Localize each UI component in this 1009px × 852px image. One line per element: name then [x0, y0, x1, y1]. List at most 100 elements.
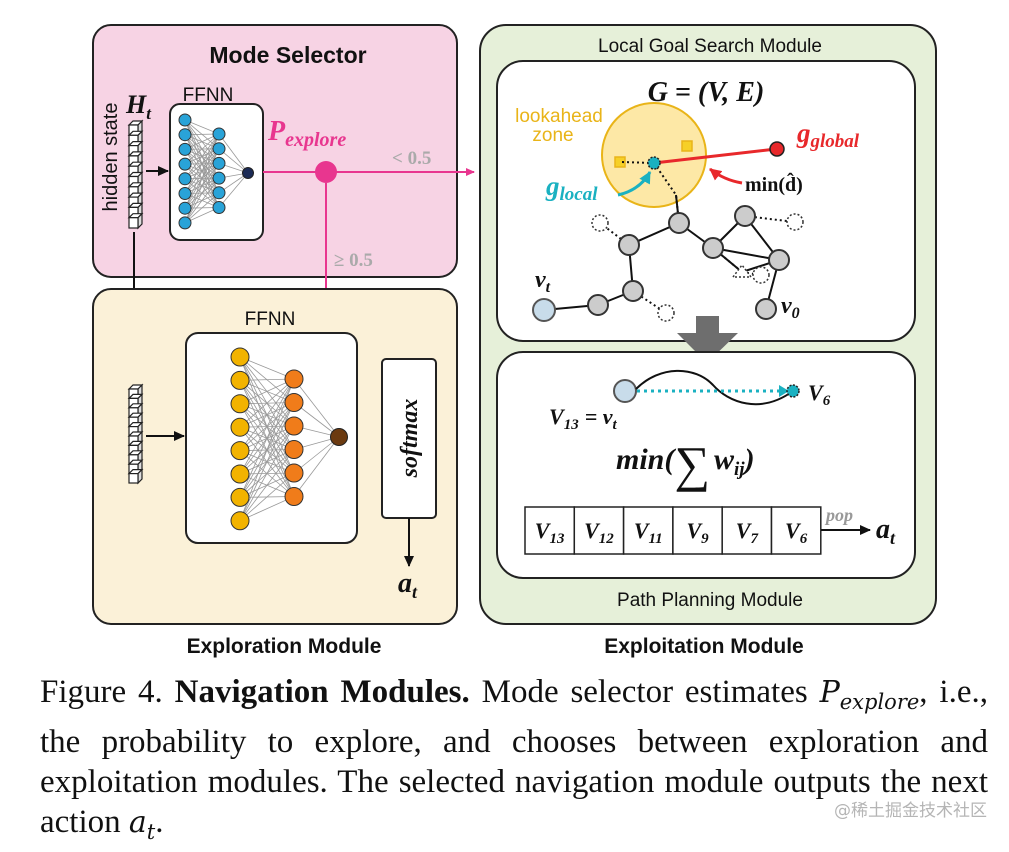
nn-neuron [230, 370, 250, 390]
nn-neuron [284, 440, 304, 459]
graph-node [734, 205, 756, 227]
local-goal-arrow [617, 171, 652, 197]
planned-path-curve [635, 369, 794, 406]
nn-neuron [230, 464, 250, 484]
vector-cell [128, 217, 139, 229]
hidden-state-vector [127, 119, 144, 230]
nn-neuron [284, 393, 304, 412]
navigation-modules-diagram: Mode Selector hidden state Ht FFNN Pexpl… [92, 24, 937, 658]
nn-neuron [284, 463, 304, 483]
min-d-label: min(d̂) [745, 171, 803, 196]
exploration-ffnn-label: FFNN [245, 309, 296, 330]
nn-neuron [230, 417, 250, 437]
nn-edge [239, 449, 295, 522]
queue-item-symbol: V [736, 518, 753, 543]
caption-title: Navigation Modules. [174, 674, 470, 710]
nn-edge [239, 472, 295, 522]
nn-neuron [230, 511, 250, 531]
goal-node-v6 [786, 384, 800, 398]
threshold-high-label: ≥ 0.5 [334, 250, 373, 271]
graph-equation: G = (V, E) [648, 77, 765, 108]
pipeline-down-arrow [677, 316, 738, 363]
global-goal-node [769, 141, 785, 157]
nn-edge [184, 177, 220, 224]
queue-item-subscript: 7 [750, 531, 758, 547]
graph-start-node [532, 298, 556, 322]
g-local-label: glocal [545, 171, 598, 205]
nn-neuron [178, 216, 192, 230]
decision-dot [315, 161, 337, 183]
graph-unexplored-node [752, 266, 770, 284]
caption-a-t: at [128, 805, 156, 844]
min-distance-arrow [709, 167, 743, 185]
nn-neuron [212, 127, 226, 141]
nn-neuron [230, 441, 250, 461]
nn-output-neuron [242, 167, 254, 179]
graph-unexplored-triangle [731, 263, 753, 278]
graph-node [702, 237, 724, 259]
nn-edge [184, 133, 220, 194]
caption-text-1: Mode selector estimates [469, 674, 820, 710]
lookahead-zone [601, 102, 707, 208]
nn-output-neuron [330, 428, 348, 446]
queue-cell [672, 506, 723, 555]
nn-edge [293, 436, 340, 497]
hidden-state-label: hidden state [100, 103, 122, 212]
queue-item-subscript: 11 [649, 531, 663, 547]
nn-neuron [212, 142, 226, 156]
graph-node [587, 294, 609, 316]
watermark: @稀土掘金技术社区 [834, 801, 987, 821]
exploration-input-vector [127, 383, 144, 485]
threshold-low-label: < 0.5 [392, 148, 431, 169]
nn-neuron [178, 157, 192, 171]
nn-edge [184, 163, 220, 224]
h-t-label: Ht [125, 90, 152, 123]
nn-edge [184, 133, 220, 165]
nn-neuron [212, 186, 226, 200]
graph-node [618, 234, 640, 256]
local-goal-node [647, 156, 661, 170]
caption-p-explore: Pexplore [819, 675, 920, 714]
nn-neuron [212, 171, 226, 185]
nn-edge [218, 172, 249, 208]
caption-text-2: , i.e., the probability to explore, and … [40, 674, 988, 840]
queue-item-symbol: V [535, 518, 552, 543]
queue-item-symbol: V [686, 518, 703, 543]
queue-item-subscript: 9 [701, 531, 709, 547]
nn-neuron [212, 201, 226, 214]
nn-neuron [230, 347, 250, 367]
graph-edge [712, 247, 780, 261]
v13-equals-vt-label: V13= vt [549, 404, 618, 433]
nn-edge [239, 378, 295, 451]
exploration-module-label: Exploration Module [187, 635, 382, 658]
graph-dotted-edge [653, 162, 677, 196]
exploration-ffnn-network [230, 347, 348, 531]
nn-neuron [178, 201, 192, 215]
nn-neuron [284, 416, 304, 436]
graph-node [668, 212, 690, 234]
nn-neuron [178, 172, 192, 186]
p-explore-label: Pexplore [267, 116, 346, 151]
nn-edge [239, 425, 295, 521]
direct-path-arrowhead [779, 385, 789, 397]
queue-item-subscript: 6 [800, 531, 808, 547]
queue-item-symbol: V [634, 518, 651, 543]
nn-edge [293, 436, 340, 474]
queue-item-symbol: V [785, 518, 802, 543]
nn-neuron [230, 394, 250, 414]
nn-neuron [178, 128, 192, 142]
lookahead-candidate-1 [614, 156, 626, 168]
mode-ffnn-label: FFNN [183, 85, 234, 106]
caption-text-3: . [155, 804, 164, 840]
nn-edge [239, 378, 295, 498]
graph-unexplored-node [786, 213, 804, 231]
nn-neuron [284, 369, 304, 389]
exploitation-action-label: at [876, 514, 896, 548]
queue-item-symbol: V [584, 518, 601, 543]
softmax-label: softmax [397, 399, 423, 479]
vector-cell [128, 473, 139, 484]
v-t-label: vt [535, 267, 551, 296]
graph-unexplored-node [591, 214, 609, 232]
queue-cell [573, 506, 625, 555]
